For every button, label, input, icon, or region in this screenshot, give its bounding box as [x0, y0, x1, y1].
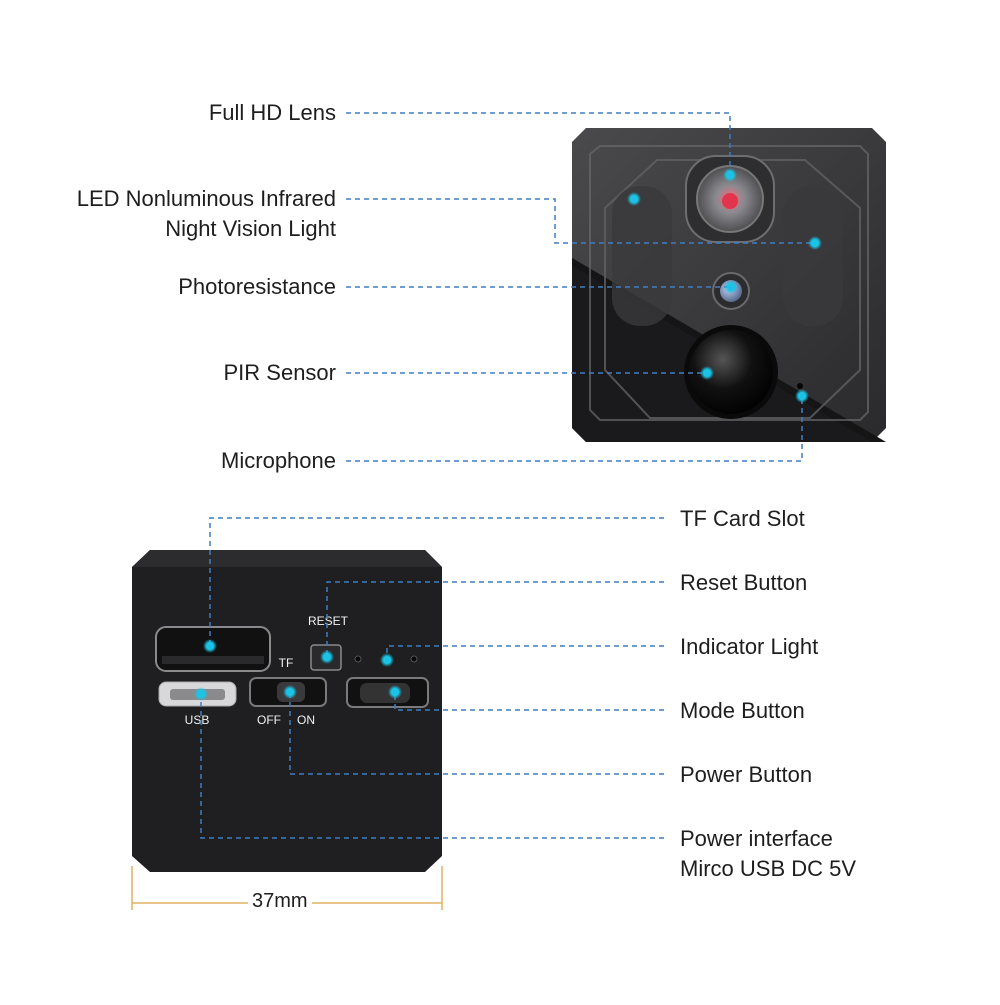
leader-tf-card-slot [209, 517, 664, 646]
label-photoresistance: Photoresistance [178, 274, 336, 299]
label-power-interface-line2: Mirco USB DC 5V [680, 856, 857, 881]
back-body [132, 550, 442, 872]
front-camera [572, 128, 886, 442]
hotspots [194, 168, 822, 701]
leader-reset-button [326, 581, 664, 657]
microphone-hole [797, 383, 803, 389]
label-reset-button: Reset Button [680, 570, 808, 595]
leader-indicator-light [386, 645, 664, 660]
label-indicator-light: Indicator Light [680, 634, 819, 659]
leader-led-light [346, 198, 815, 244]
usb-marking: USB [185, 713, 210, 727]
front-bezel [589, 145, 869, 421]
label-microphone: Microphone [221, 448, 336, 473]
indicator-hole-3 [410, 655, 418, 663]
leader-lines [200, 112, 815, 839]
back-camera: RESET TF USB OFF ON [132, 550, 442, 872]
label-tf-card-slot: TF Card Slot [680, 506, 805, 531]
off-marking: OFF [257, 713, 281, 727]
dimension-label: 37mm [248, 890, 312, 913]
ir-window-left [612, 186, 672, 326]
leader-power-button [289, 692, 664, 775]
indicator-hole-1 [354, 655, 362, 663]
label-led-line1: LED Nonluminous Infrared [76, 186, 336, 211]
label-pir-sensor: PIR Sensor [223, 360, 337, 385]
label-full-hd-lens: Full HD Lens [208, 100, 336, 125]
ir-window-right [783, 186, 843, 326]
label-led-line2: Night Vision Light [165, 216, 336, 241]
label-power-interface-line1: Power interface [680, 826, 833, 851]
leader-power-interface [200, 694, 664, 839]
label-power-button: Power Button [680, 762, 813, 787]
reset-marking: RESET [308, 614, 349, 628]
label-mode-button: Mode Button [680, 698, 805, 723]
on-marking: ON [297, 713, 315, 727]
leader-full-hd-lens [346, 112, 731, 175]
tf-marking: TF [279, 656, 294, 670]
leader-microphone [346, 396, 803, 462]
